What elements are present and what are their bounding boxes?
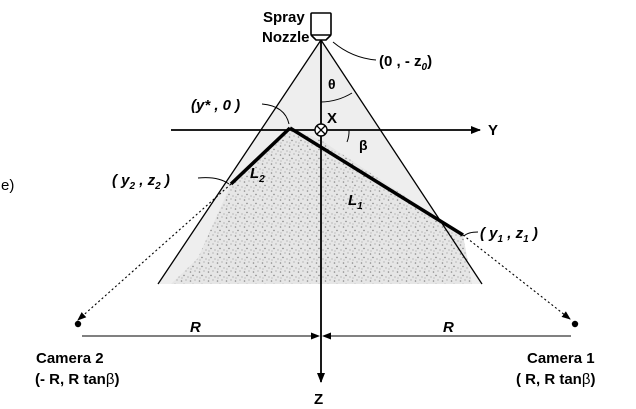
origin-label: (0 , - z0) (379, 53, 432, 73)
beta-label: β (359, 137, 368, 153)
origin-marker-icon (314, 123, 328, 137)
camera2-coords: (- R, R tanβ) (35, 371, 119, 388)
camera1-name: Camera 1 (527, 350, 595, 367)
cone-edge-left (157, 39, 322, 285)
sheet-line-l2 (229, 126, 292, 186)
l1-label: L1 (348, 192, 363, 212)
r-left-label: R (190, 319, 201, 336)
z-axis-label: Z (314, 391, 323, 408)
camera2-point (74, 320, 82, 328)
theta-label: θ (328, 76, 336, 92)
sheet-line-l1 (289, 126, 464, 237)
point2-label: ( y2 , z2 ) (112, 172, 170, 192)
camera1-coords: ( R, R tanβ) (516, 371, 595, 388)
leader-origin (332, 41, 377, 61)
theta-arc (320, 92, 353, 103)
leader-p1 (463, 231, 479, 237)
camera1-point (571, 320, 579, 328)
cone-edge-right (320, 39, 483, 285)
edge-fragment-text: e) (1, 177, 14, 194)
sight-line-camera1 (462, 234, 571, 320)
beta-arc (346, 129, 350, 143)
y-axis-label: Y (488, 122, 498, 139)
nozzle-label-line2: Nozzle (262, 29, 310, 46)
nozzle-label-line1: Spray (263, 9, 305, 26)
ystar-label: (y* , 0 ) (191, 97, 240, 114)
r-right-label: R (443, 319, 454, 336)
camera2-name: Camera 2 (36, 350, 104, 367)
x-label: X (327, 110, 337, 127)
l2-label: L2 (250, 165, 265, 185)
leader-ystar (261, 103, 290, 125)
point1-label: ( y1 , z1 ) (480, 225, 538, 245)
spray-nozzle-icon (310, 12, 332, 41)
leader-p2 (197, 177, 230, 185)
